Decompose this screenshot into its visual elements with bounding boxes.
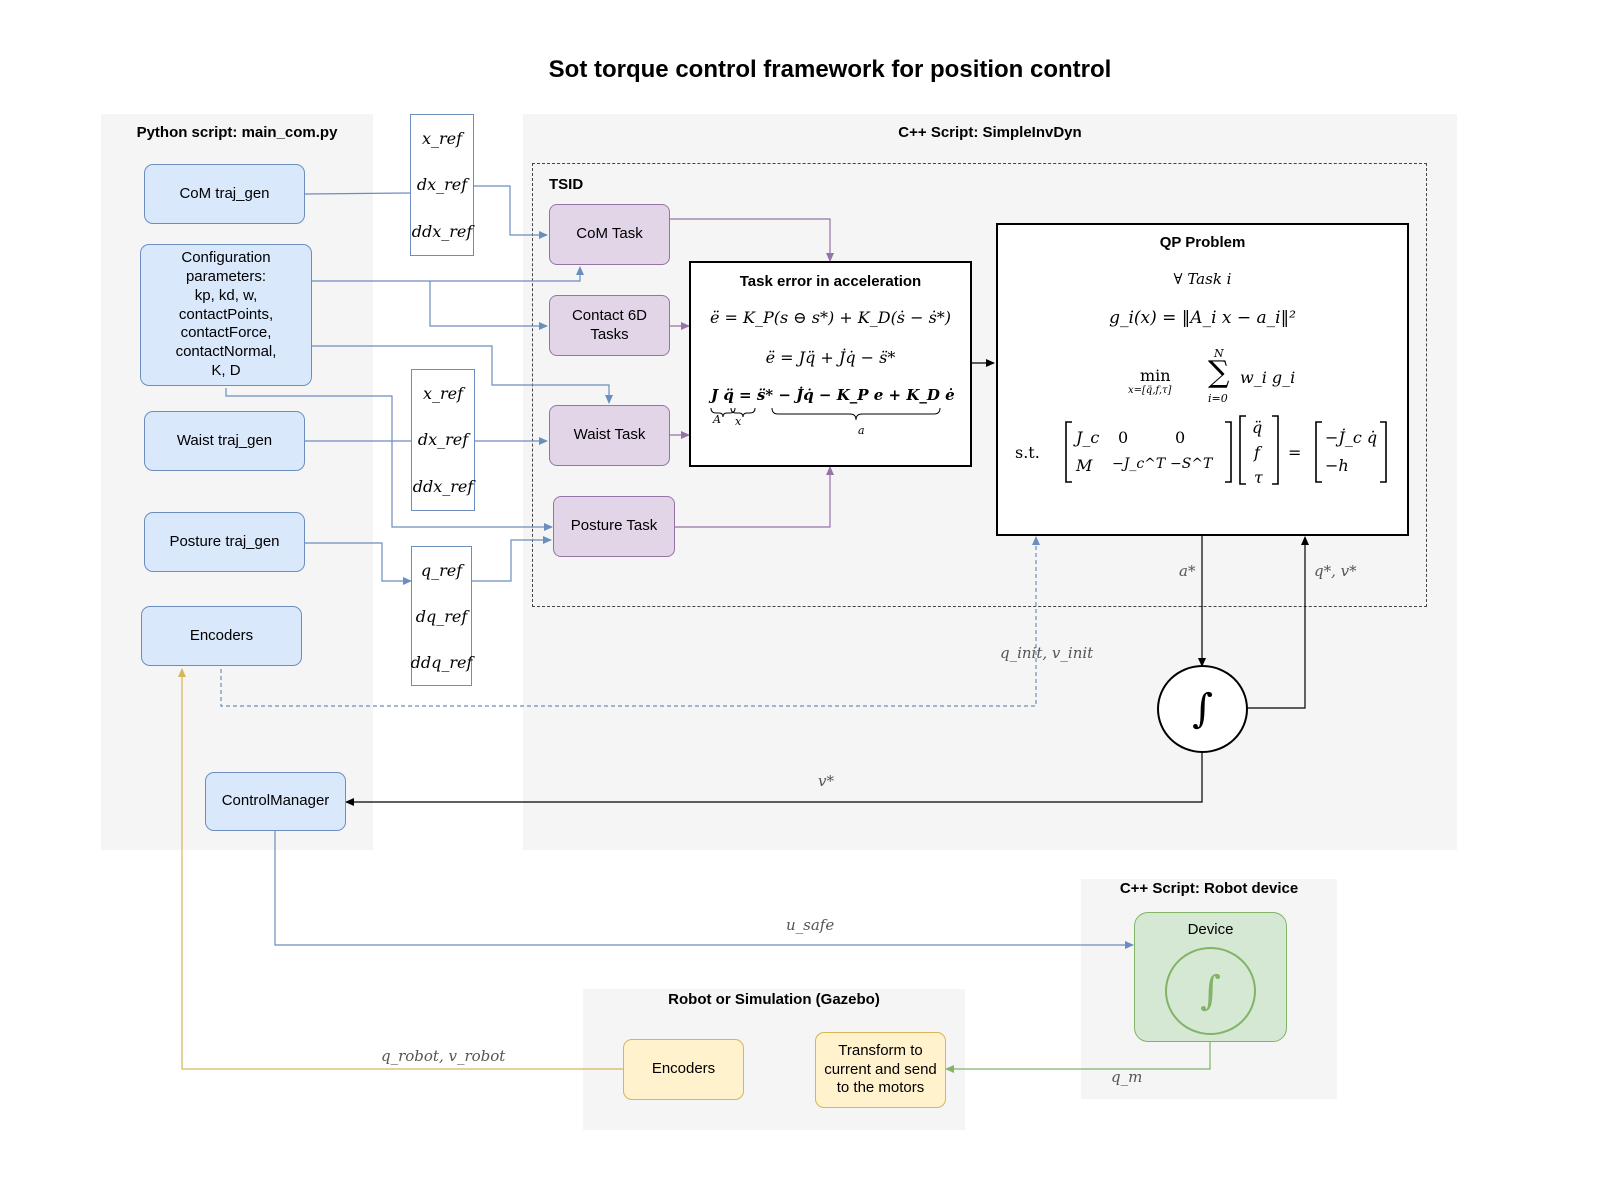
encoders-robot[interactable]: Encoders bbox=[623, 1039, 744, 1100]
signal-q-v-robot: q_robot, v_robot bbox=[381, 1047, 506, 1065]
config-line: contactForce, bbox=[180, 324, 272, 342]
config-line: Configuration bbox=[181, 249, 271, 267]
contact-6d-tasks[interactable]: Contact 6D Tasks bbox=[549, 295, 670, 356]
qp-problem-title: QP Problem bbox=[1159, 234, 1246, 251]
transform-line: Transform to bbox=[838, 1041, 923, 1059]
qp-matrix-cell: M bbox=[1076, 456, 1093, 475]
com-traj-gen[interactable]: CoM traj_gen bbox=[144, 164, 305, 224]
com-x-ref: x_ref bbox=[421, 128, 463, 148]
com-task[interactable]: CoM Task bbox=[549, 204, 670, 265]
qp-matrix-cell: −J_c^T bbox=[1112, 456, 1166, 472]
underbrace-a-small-label: a bbox=[858, 424, 865, 437]
diagram-title: Sot torque control framework for positio… bbox=[548, 56, 1112, 83]
posture-dq-ref: dq_ref bbox=[415, 606, 468, 626]
waist-x-ref: x_ref bbox=[422, 383, 464, 403]
python-script-title: Python script: main_com.py bbox=[136, 124, 338, 141]
qp-matrix-cell: J_c bbox=[1076, 428, 1100, 447]
qp-rhs-cell: −h bbox=[1325, 456, 1349, 475]
control-manager[interactable]: ControlManager bbox=[205, 772, 346, 831]
posture-q-ref: q_ref bbox=[420, 560, 463, 580]
tsid-title: TSID bbox=[549, 176, 584, 193]
com-ddx-ref: ddx_ref bbox=[411, 222, 473, 242]
simpleinvdyn-title: C++ Script: SimpleInvDyn bbox=[898, 124, 1082, 141]
qp-sum-top: N bbox=[1214, 347, 1224, 360]
signal-q-v-star: q*, v* bbox=[1314, 562, 1357, 580]
device-integrator-icon: ∫ bbox=[1165, 947, 1256, 1035]
qp-sum-bottom: i=0 bbox=[1208, 392, 1228, 405]
transform-line: to the motors bbox=[836, 1079, 925, 1097]
signal-q-v-init: q_init, v_init bbox=[1000, 644, 1094, 662]
device-label: Device bbox=[1187, 921, 1234, 938]
contact-task-line: Contact 6D bbox=[571, 306, 648, 324]
qp-matrix-cell: −S^T bbox=[1170, 456, 1213, 472]
posture-traj-gen[interactable]: Posture traj_gen bbox=[144, 512, 305, 572]
signal-u-safe: u_safe bbox=[786, 916, 835, 934]
qp-problem-box bbox=[996, 223, 1409, 536]
com-reference-box: x_ref dx_ref ddx_ref bbox=[410, 114, 474, 256]
encoders-python[interactable]: Encoders bbox=[141, 606, 302, 666]
qp-sum-term: w_i g_i bbox=[1240, 368, 1296, 387]
posture-reference-box: q_ref dq_ref ddq_ref bbox=[411, 546, 472, 686]
qp-vector-cell: τ bbox=[1254, 468, 1263, 487]
qp-cost-function: g_i(x) = ‖A_i x − a_i‖² bbox=[1109, 308, 1296, 328]
qp-sum-symbol: ∑ bbox=[1208, 355, 1230, 390]
qp-equals: = bbox=[1288, 443, 1302, 462]
waist-traj-gen[interactable]: Waist traj_gen bbox=[144, 411, 305, 471]
task-error-eq3: J q̈ = s̈* − J̇q̇ − K_P e + K_D ė bbox=[711, 386, 955, 404]
com-dx-ref: dx_ref bbox=[416, 175, 468, 195]
contact-task-line: Tasks bbox=[590, 325, 629, 343]
task-error-eq1: ë = K_P(s ⊖ s*) + K_D(ṡ − ṡ*) bbox=[709, 308, 952, 327]
waist-dx-ref: dx_ref bbox=[417, 430, 469, 450]
signal-q-m: q_m bbox=[1111, 1068, 1143, 1086]
config-line: parameters: bbox=[185, 268, 267, 286]
signal-v-star: v* bbox=[818, 772, 834, 790]
posture-task[interactable]: Posture Task bbox=[553, 496, 675, 557]
waist-task[interactable]: Waist Task bbox=[549, 405, 670, 466]
qp-st: s.t. bbox=[1015, 443, 1040, 462]
configuration-parameters[interactable]: Configuration parameters: kp, kd, w, con… bbox=[140, 244, 312, 386]
robot-device-title: C++ Script: Robot device bbox=[1119, 880, 1299, 897]
underbrace-a-label: A bbox=[713, 413, 721, 426]
transform-line: current and send bbox=[824, 1060, 937, 1078]
integrator-node[interactable]: ∫ bbox=[1157, 665, 1248, 753]
transform-to-motors[interactable]: Transform to current and send to the mot… bbox=[815, 1032, 946, 1108]
signal-a-star: a* bbox=[1179, 562, 1196, 580]
qp-vector-cell: f bbox=[1254, 443, 1260, 462]
posture-ddq-ref: ddq_ref bbox=[410, 652, 473, 672]
config-line: contactNormal, bbox=[175, 343, 277, 361]
task-error-title: Task error in acceleration bbox=[739, 273, 922, 290]
qp-min: min bbox=[1140, 366, 1171, 385]
config-line: K, D bbox=[211, 361, 241, 379]
qp-forall: ∀ Task i bbox=[1173, 270, 1232, 288]
underbrace-x-label: x bbox=[735, 415, 742, 428]
waist-reference-box: x_ref dx_ref ddx_ref bbox=[411, 369, 475, 511]
qp-min-subscript: x=[q̈,f,τ] bbox=[1128, 385, 1172, 396]
config-line: contactPoints, bbox=[178, 305, 274, 323]
gazebo-title: Robot or Simulation (Gazebo) bbox=[668, 991, 880, 1008]
task-error-eq2: ë = Jq̈ + J̇q̇ − s̈* bbox=[765, 348, 896, 367]
qp-matrix-cell: 0 bbox=[1118, 428, 1129, 447]
qp-rhs-cell: −J̇_c q̇ bbox=[1325, 428, 1378, 447]
task-error-box bbox=[689, 261, 972, 467]
qp-matrix-cell: 0 bbox=[1175, 428, 1186, 447]
waist-ddx-ref: ddx_ref bbox=[412, 477, 474, 497]
python-script-region bbox=[101, 114, 373, 850]
config-line: kp, kd, w, bbox=[194, 286, 258, 304]
qp-vector-cell: q̈ bbox=[1252, 418, 1263, 437]
